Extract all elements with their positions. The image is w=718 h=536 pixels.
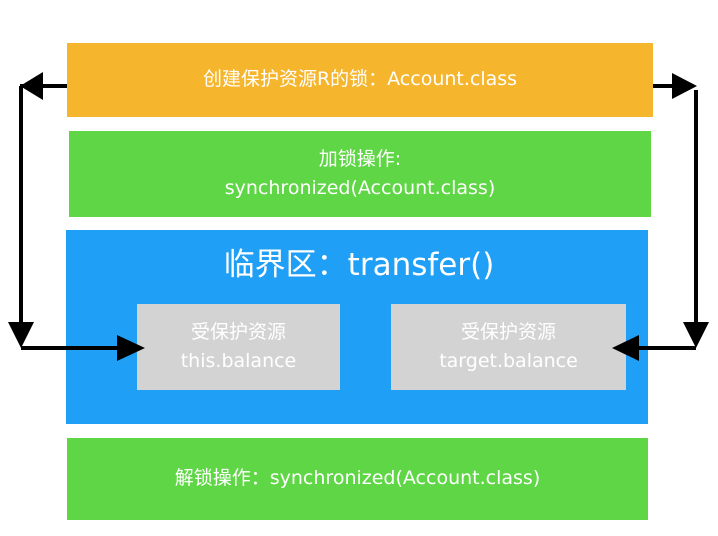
resource-right-label: 受保护资源	[460, 320, 556, 343]
protected-resource-this-balance: 受保护资源 this.balance	[137, 304, 340, 390]
left-down-arrowhead	[8, 322, 34, 348]
right-down-arrowhead	[683, 322, 709, 348]
lock-creation-text: 创建保护资源R的锁：Account.class	[202, 68, 518, 91]
lock-acquire-code: synchronized(Account.class)	[224, 177, 496, 199]
lock-acquire-box: 加锁操作: synchronized(Account.class)	[69, 131, 651, 217]
lock-release-text: 解锁操作：synchronized(Account.class)	[174, 467, 541, 490]
resource-left-label: 受保护资源	[190, 320, 286, 343]
protected-resource-target-balance: 受保护资源 target.balance	[391, 304, 626, 390]
critical-section-title: 临界区：transfer()	[223, 247, 495, 283]
lock-creation-box: 创建保护资源R的锁：Account.class	[67, 43, 653, 117]
left-up-arrowhead	[20, 72, 43, 100]
lock-acquire-label: 加锁操作:	[318, 147, 402, 170]
resource-left-name: this.balance	[180, 350, 297, 372]
right-out-arrowhead	[672, 73, 697, 99]
lock-release-box: 解锁操作：synchronized(Account.class)	[67, 438, 648, 520]
resource-right-name: target.balance	[439, 350, 578, 372]
